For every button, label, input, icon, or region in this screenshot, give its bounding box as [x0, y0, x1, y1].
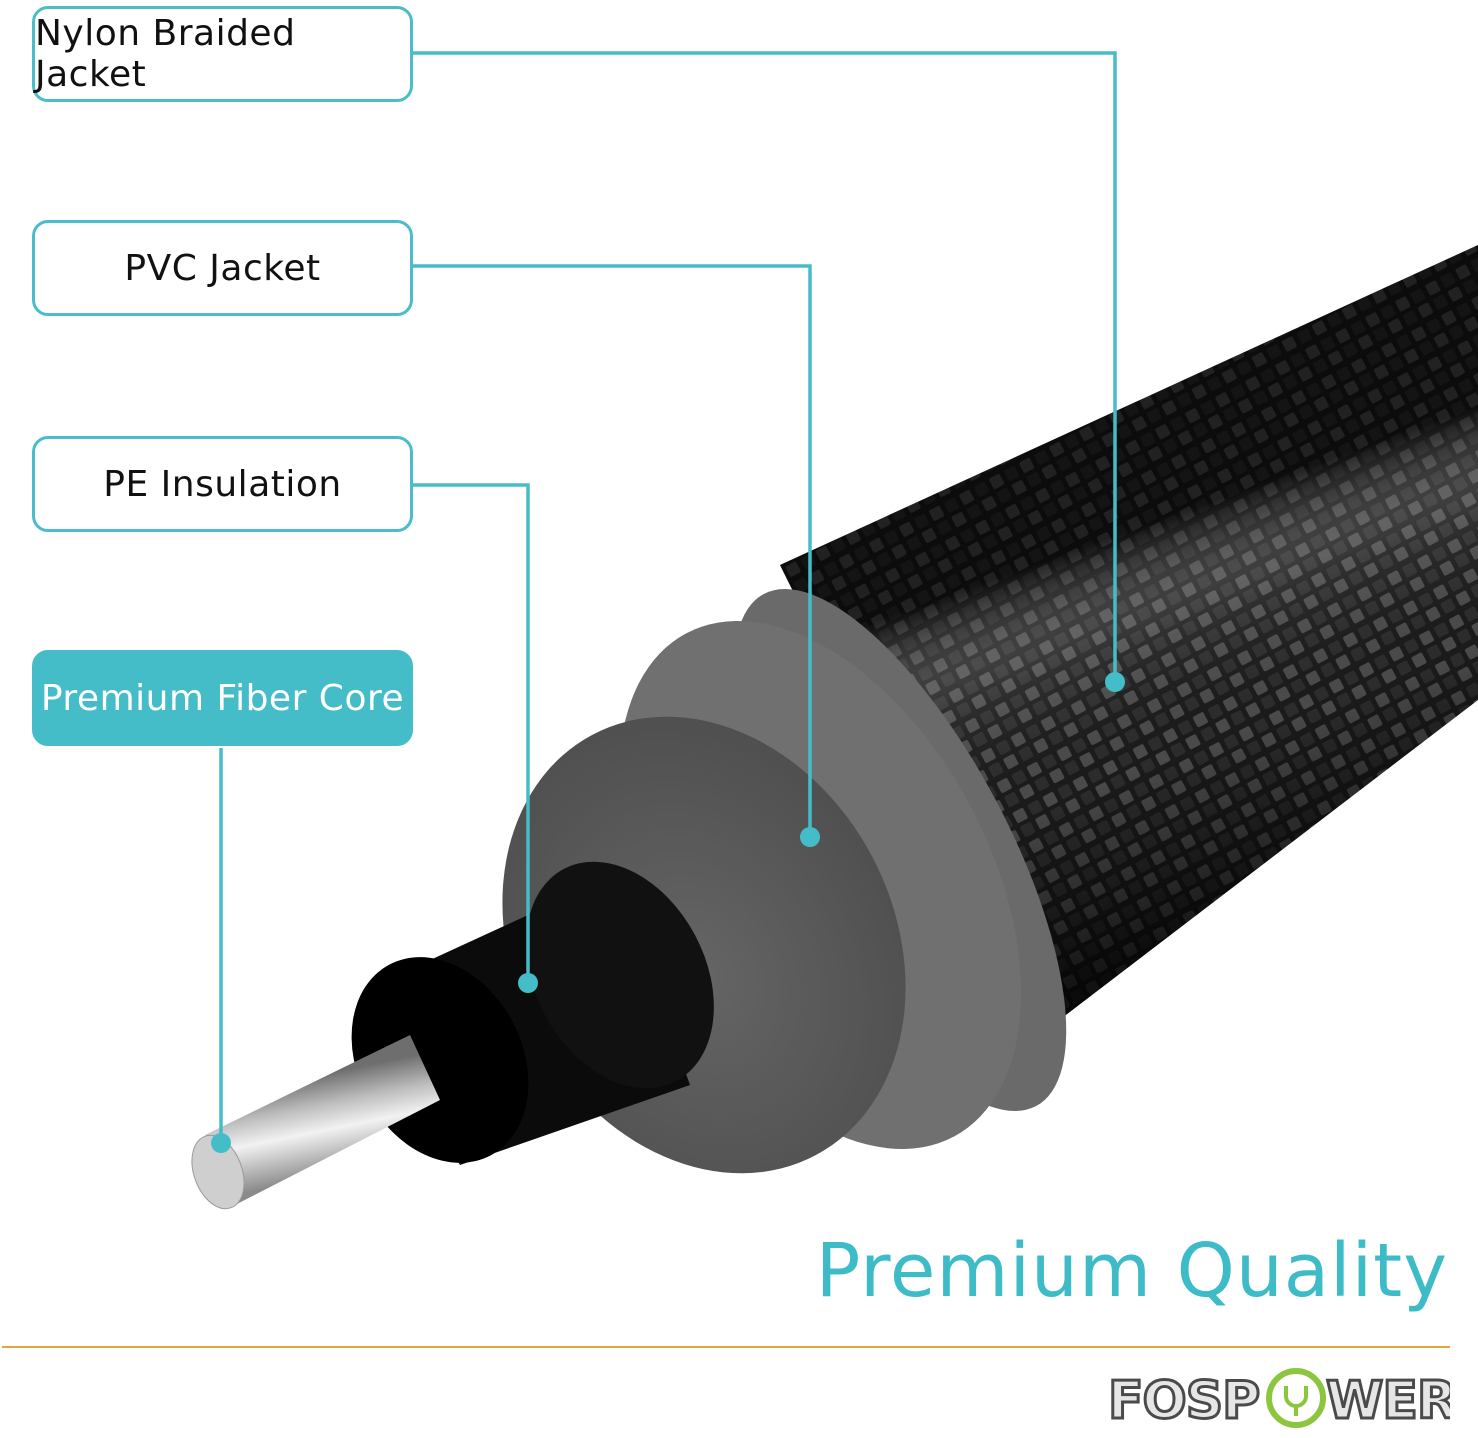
core-dot [211, 1133, 231, 1153]
fiber-core-shape [191, 1035, 440, 1210]
fospower-logo: FOSP WER [1107, 1368, 1450, 1433]
headline: Premium Quality [815, 1228, 1448, 1314]
label-premium-fiber-core: Premium Fiber Core [32, 650, 413, 746]
label-nylon-braided-jacket: Nylon Braided Jacket [32, 6, 413, 102]
pe-leader-line [413, 483, 530, 982]
label-pvc-jacket: PVC Jacket [32, 220, 413, 316]
power-plug-icon [1266, 1368, 1326, 1428]
logo-text-right: WER [1326, 1371, 1450, 1431]
callout-lines [219, 51, 1117, 1142]
divider-rule [2, 1346, 1450, 1348]
callout-dots [211, 672, 1125, 1153]
nylon-leader-line [413, 51, 1117, 680]
pe-dot [518, 973, 538, 993]
nylon-dot [1105, 672, 1125, 692]
logo-text-left: FOSP [1108, 1371, 1259, 1431]
pvc-dot [800, 827, 820, 847]
label-pe-insulation: PE Insulation [32, 436, 413, 532]
pvc-leader-line [413, 264, 812, 835]
